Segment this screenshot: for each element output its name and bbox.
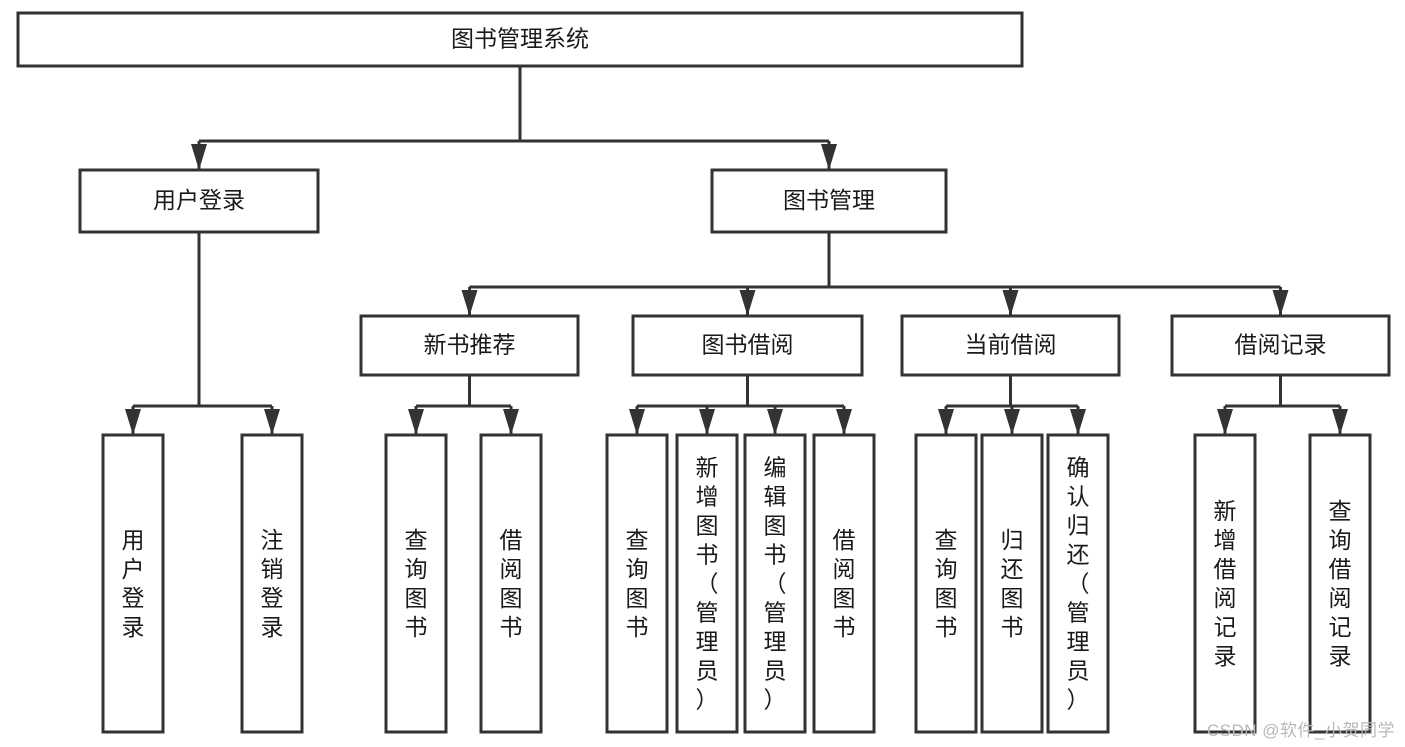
l2-1-3-arrow-0 — [1217, 409, 1233, 435]
node-current-confirm-return[interactable]: 确认归还（管理员） — [1046, 433, 1110, 734]
node-label-borrow-edit-book: 编辑图书（管理员） — [764, 455, 787, 713]
l2-1-2-arrow-2 — [1070, 409, 1086, 435]
node-book-borrow[interactable]: 图书借阅 — [631, 314, 864, 377]
node-box-current-query-book — [914, 433, 978, 734]
l2-0-arrow-1 — [264, 409, 280, 435]
node-borrow-edit-book[interactable]: 编辑图书（管理员） — [743, 433, 807, 734]
root-arrow-1 — [821, 144, 837, 170]
node-label-root: 图书管理系统 — [451, 26, 589, 52]
node-recommend-borrow-book[interactable]: 借阅图书 — [479, 433, 543, 734]
node-box-book-borrow — [631, 314, 864, 377]
l2-1-2-arrow-1 — [1004, 409, 1020, 435]
node-label-recommend-borrow-book: 借阅图书 — [500, 527, 523, 640]
l2-1-arrow-0 — [461, 290, 478, 316]
node-current-query-book[interactable]: 查询图书 — [914, 433, 978, 734]
node-box-borrow-add-book — [675, 433, 739, 734]
l2-1-0-arrow-1 — [503, 409, 519, 435]
node-box-root — [16, 11, 1024, 68]
l2-1-2-arrow-0 — [938, 409, 954, 435]
node-label-recommend-query-book: 查询图书 — [405, 527, 428, 640]
l2-0-arrow-0 — [125, 409, 141, 435]
node-box-borrow-edit-book — [743, 433, 807, 734]
watermark-text: CSDN @软件_小贺同学 — [1206, 721, 1395, 740]
node-box-borrow-query-book — [605, 433, 669, 734]
node-box-record-query — [1308, 433, 1372, 734]
l2-1-1-arrow-1 — [699, 409, 715, 435]
node-label-user-login: 用户登录 — [153, 187, 245, 213]
node-borrow-record[interactable]: 借阅记录 — [1170, 314, 1391, 377]
node-label-borrow-add-book: 新增图书（管理员） — [696, 455, 719, 713]
node-box-recommend-borrow-book — [479, 433, 543, 734]
node-label-user-logout-leaf: 注销登录 — [261, 527, 284, 640]
node-borrow-add-book[interactable]: 新增图书（管理员） — [675, 433, 739, 734]
l2-1-0-arrow-0 — [408, 409, 424, 435]
root-arrow-0 — [191, 144, 207, 170]
node-label-current-borrow: 当前借阅 — [965, 332, 1057, 358]
node-book-management[interactable]: 图书管理 — [710, 168, 948, 234]
l2-1-arrow-2 — [1002, 290, 1019, 316]
node-current-borrow[interactable]: 当前借阅 — [900, 314, 1121, 377]
node-label-borrow-borrow-book: 借阅图书 — [833, 527, 856, 640]
node-box-record-add — [1193, 433, 1257, 734]
node-label-current-query-book: 查询图书 — [935, 527, 958, 640]
node-label-new-book-recommend: 新书推荐 — [424, 332, 516, 358]
node-label-user-login-leaf: 用户登录 — [122, 527, 145, 640]
node-root[interactable]: 图书管理系统 — [16, 11, 1024, 68]
node-borrow-query-book[interactable]: 查询图书 — [605, 433, 669, 734]
node-box-current-borrow — [900, 314, 1121, 377]
l2-1-3-arrow-1 — [1332, 409, 1348, 435]
node-user-login-leaf[interactable]: 用户登录 — [101, 433, 165, 734]
node-record-add[interactable]: 新增借阅记录 — [1193, 433, 1257, 734]
node-label-borrow-query-book: 查询图书 — [626, 527, 649, 640]
node-user-login[interactable]: 用户登录 — [78, 168, 320, 234]
node-box-current-return-book — [980, 433, 1044, 734]
l2-1-1-arrow-3 — [836, 409, 852, 435]
node-label-current-return-book: 归还图书 — [1001, 527, 1024, 640]
node-label-borrow-record: 借阅记录 — [1235, 332, 1327, 358]
l2-1-1-arrow-2 — [767, 409, 783, 435]
node-box-recommend-query-book — [384, 433, 448, 734]
node-new-book-recommend[interactable]: 新书推荐 — [359, 314, 580, 377]
node-box-current-confirm-return — [1046, 433, 1110, 734]
l2-1-1-arrow-0 — [629, 409, 645, 435]
node-label-book-borrow: 图书借阅 — [702, 332, 794, 358]
node-borrow-borrow-book[interactable]: 借阅图书 — [812, 433, 876, 734]
node-box-book-management — [710, 168, 948, 234]
node-recommend-query-book[interactable]: 查询图书 — [384, 433, 448, 734]
l2-1-arrow-3 — [1272, 290, 1289, 316]
node-label-record-add: 新增借阅记录 — [1214, 498, 1237, 669]
node-label-record-query: 查询借阅记录 — [1329, 498, 1352, 669]
node-user-logout-leaf[interactable]: 注销登录 — [240, 433, 304, 734]
node-label-book-management: 图书管理 — [783, 187, 875, 213]
node-box-user-logout-leaf — [240, 433, 304, 734]
node-current-return-book[interactable]: 归还图书 — [980, 433, 1044, 734]
node-box-user-login-leaf — [101, 433, 165, 734]
node-box-borrow-record — [1170, 314, 1391, 377]
node-box-borrow-borrow-book — [812, 433, 876, 734]
node-label-current-confirm-return: 确认归还（管理员） — [1067, 455, 1090, 713]
node-record-query[interactable]: 查询借阅记录 — [1308, 433, 1372, 734]
l2-1-arrow-1 — [739, 290, 756, 316]
